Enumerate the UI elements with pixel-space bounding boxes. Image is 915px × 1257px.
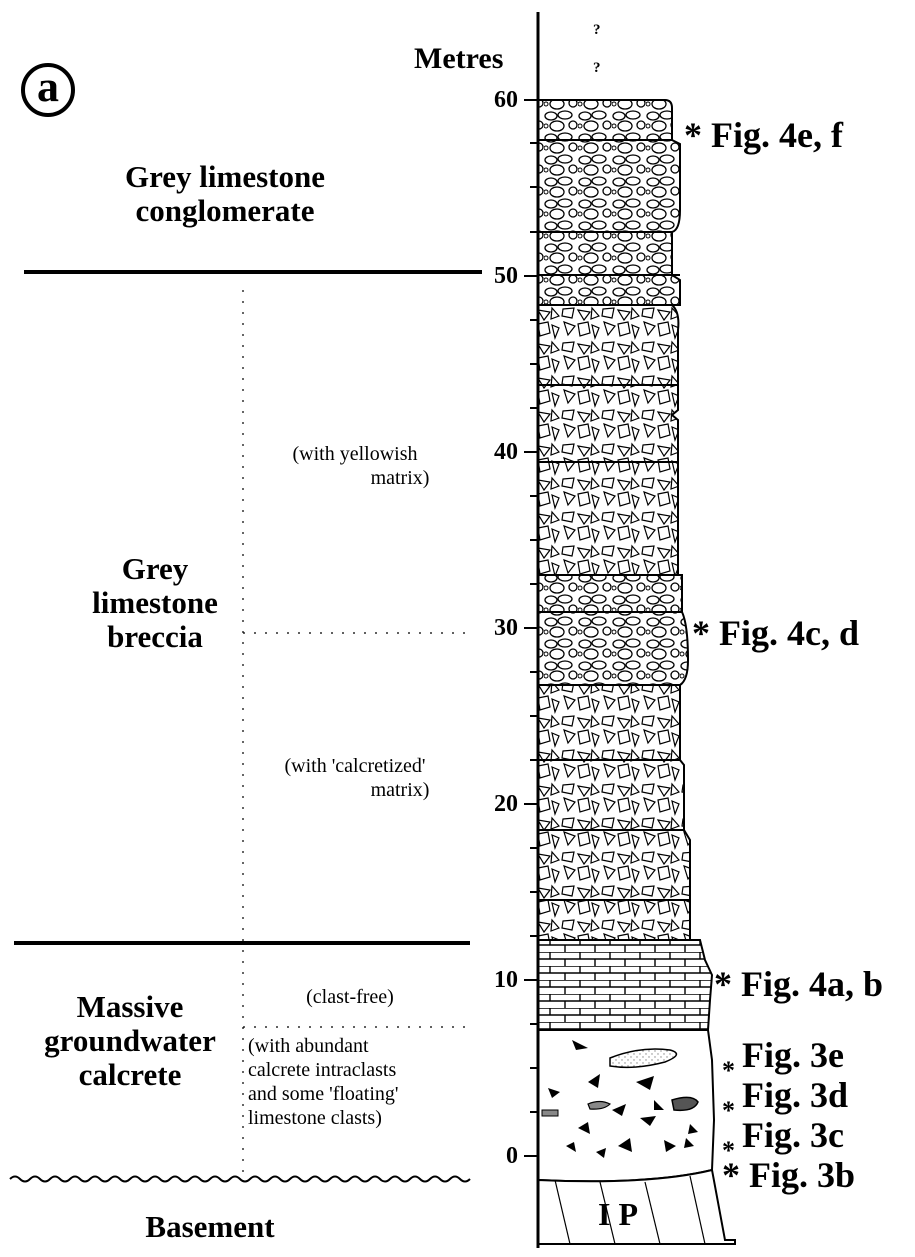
tick-label-40: 40 [468, 440, 518, 464]
tick-label-60: 60 [468, 88, 518, 112]
fig-ref-3d-star: * [722, 1092, 735, 1130]
breccia-bed-upper [538, 305, 678, 575]
fig-ref-4cd: * Fig. 4c, d [692, 614, 859, 652]
calcrete-intraclast-note: (with abundant calcrete intraclasts and … [248, 1034, 468, 1130]
tick-label-0: 0 [468, 1144, 518, 1168]
unit-conglomerate-label: Grey limestone conglomerate [60, 160, 390, 228]
fig-ref-3e: Fig. 3e [742, 1036, 844, 1074]
tick-label-50: 50 [468, 264, 518, 288]
tick-label-20: 20 [468, 792, 518, 816]
breccia-conglomerate-bed [538, 575, 688, 685]
stratigraphic-column [538, 100, 735, 1244]
axis-ticks [524, 100, 538, 1156]
breccia-lower-matrix-note: (with 'calcretized' matrix) [245, 754, 465, 802]
fig-ref-3c: Fig. 3c [742, 1116, 844, 1154]
fig-ref-3e-star: * [722, 1052, 735, 1090]
calcrete-clast-free-note: (clast-free) [265, 985, 435, 1009]
tick-label-10: 10 [468, 968, 518, 992]
tick-label-30: 30 [468, 616, 518, 640]
question-mark-upper: ? [593, 22, 601, 39]
breccia-upper-matrix-note: (with yellowish matrix) [245, 442, 465, 490]
unconformity-line [10, 1177, 470, 1182]
basement-code: I P [598, 1196, 638, 1233]
breccia-bed-lower [538, 685, 690, 940]
fig-ref-4ab: * Fig. 4a, b [714, 965, 883, 1003]
clast-free-calcrete-bed [538, 940, 712, 1030]
fig-ref-3b: * Fig. 3b [722, 1156, 855, 1194]
fig-ref-3d: Fig. 3d [742, 1076, 848, 1114]
unit-calcrete-label: Massive groundwater calcrete [0, 990, 260, 1092]
axis-label: Metres [414, 42, 503, 76]
panel-letter: a [23, 62, 73, 112]
question-mark-lower: ? [593, 60, 601, 77]
unit-basement-label: Basement [110, 1210, 310, 1244]
unit-breccia-label: Grey limestone breccia [40, 552, 270, 654]
fig-ref-4ef: * Fig. 4e, f [684, 116, 843, 154]
